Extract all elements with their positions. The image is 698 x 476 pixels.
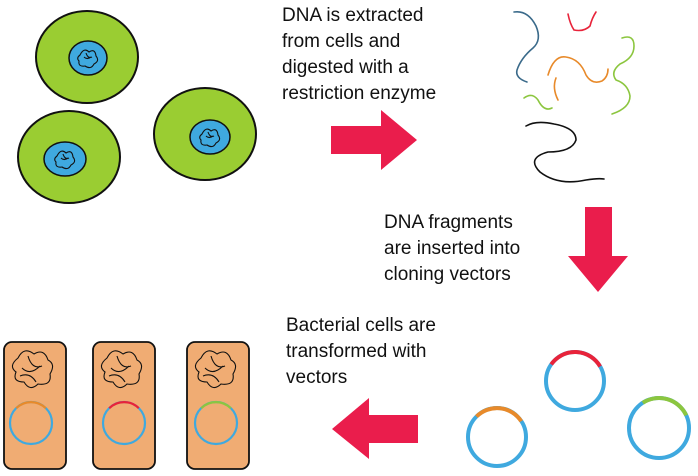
- right-arrow-icon: [331, 110, 417, 170]
- label-line: DNA is extracted: [282, 5, 424, 26]
- insertion-step-label: DNA fragments are inserted into cloning …: [384, 210, 520, 288]
- bacterium-body: [186, 341, 250, 470]
- extraction-step-label: DNA is extracted from cells and digested…: [282, 3, 436, 107]
- chromatin-icon: [77, 49, 99, 69]
- label-line: from cells and: [282, 31, 401, 52]
- dna-fragment: [523, 94, 553, 110]
- cloning-vector: [466, 406, 528, 468]
- label-line: digested with a: [282, 57, 409, 78]
- eukaryotic-cell: [153, 87, 257, 181]
- dna-fragment: [567, 11, 597, 32]
- dna-insert: [108, 401, 140, 410]
- bacterium-body: [92, 341, 156, 470]
- dna-insert: [475, 406, 523, 423]
- chromatin-icon: [199, 128, 221, 148]
- chromatin-icon: [54, 150, 76, 170]
- label-line: Bacterial cells are: [286, 315, 436, 336]
- dna-fragment: [525, 121, 605, 183]
- label-line: DNA fragments: [384, 212, 513, 233]
- dna-fragment: [547, 56, 609, 101]
- dna-insert: [549, 350, 602, 368]
- label-line: restriction enzyme: [282, 83, 437, 104]
- dna-insert: [200, 401, 232, 410]
- bacterial-chromosome-icon: [194, 350, 237, 389]
- dna-fragment: [611, 36, 635, 115]
- bacterial-chromosome-icon: [100, 350, 143, 389]
- dna-fragments: [513, 10, 635, 183]
- label-line: vectors: [286, 367, 348, 388]
- transformation-step-label: Bacterial cells are transformed with vec…: [286, 313, 436, 391]
- dna-insert: [15, 401, 47, 410]
- label-line: transformed with: [286, 341, 427, 362]
- dna-insert: [641, 396, 689, 417]
- bacterial-cell: [3, 341, 67, 470]
- cloning-vector: [544, 350, 606, 412]
- eukaryotic-cell: [17, 110, 121, 204]
- bacterium-body: [3, 341, 67, 470]
- bacterial-chromosome-icon: [11, 350, 54, 389]
- down-arrow-icon: [568, 207, 628, 292]
- left-arrow-icon: [332, 398, 418, 459]
- label-line: cloning vectors: [384, 264, 511, 285]
- bacterial-cell: [92, 341, 156, 470]
- dna-fragment: [513, 10, 540, 83]
- bacterial-cell: [186, 341, 250, 470]
- label-line: are inserted into: [384, 238, 521, 259]
- cloning-vector: [627, 396, 691, 460]
- eukaryotic-cell: [35, 10, 139, 104]
